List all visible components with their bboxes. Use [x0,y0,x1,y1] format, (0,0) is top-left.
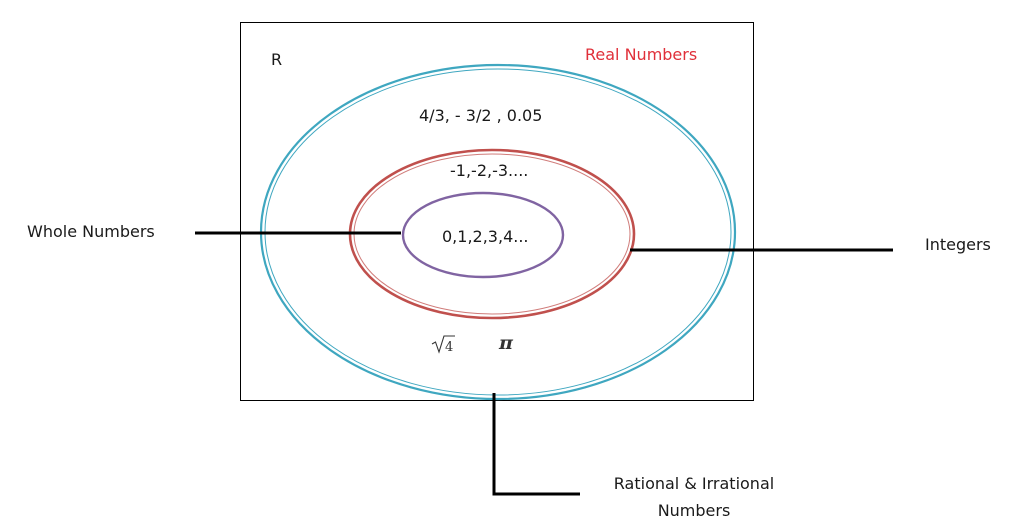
sqrt-radicand: 4 [445,340,453,355]
integers-label: Integers [925,235,991,254]
set-symbol: R [271,50,282,69]
rational-examples: 4/3, - 3/2 , 0.05 [419,106,542,125]
universal-set-box [240,22,754,401]
negative-integers-examples: -1,-2,-3.... [450,161,528,180]
whole-numbers-examples: 0,1,2,3,4... [442,227,529,246]
whole-numbers-ellipse [401,191,565,279]
sqrt-four-symbol: 4 [431,335,455,355]
real-numbers-title: Real Numbers [585,45,697,64]
rational-irrational-label-line1: Rational & Irrational [614,474,774,493]
pi-symbol: π [498,332,514,354]
rational-irrational-label-line2: Numbers [658,501,731,520]
whole-numbers-label: Whole Numbers [27,222,155,241]
rational-irrational-leader-line [492,393,580,496]
